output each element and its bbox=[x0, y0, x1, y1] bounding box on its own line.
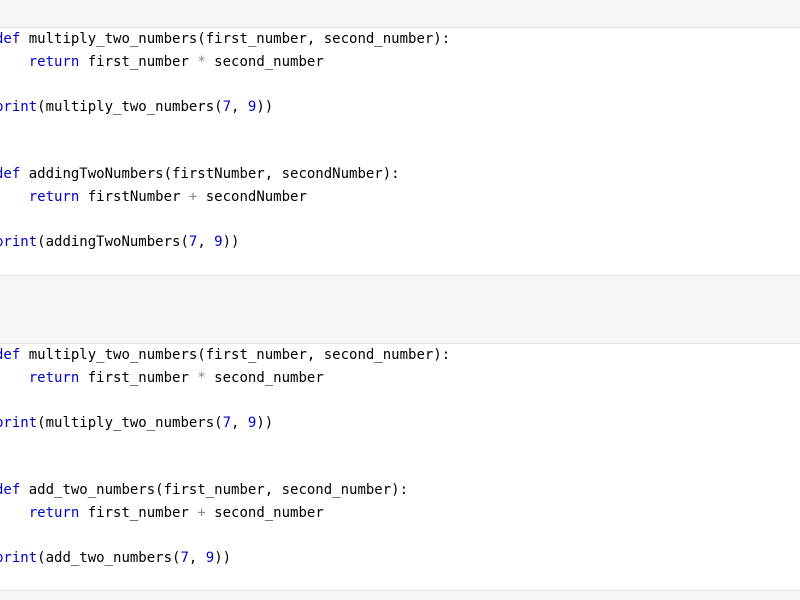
number-token: 9 bbox=[205, 550, 215, 566]
keyword-token: def bbox=[0, 166, 21, 182]
code-line: print(add_two_numbers(7, 9)) bbox=[0, 547, 231, 569]
code-token: )) bbox=[222, 234, 240, 250]
code-line: return first_number * second_number bbox=[0, 51, 324, 73]
keyword-token: return bbox=[28, 189, 80, 205]
code-line: print(addingTwoNumbers(7, 9)) bbox=[0, 231, 239, 253]
number-token: 9 bbox=[247, 99, 257, 115]
code-token: (addingTwoNumbers( bbox=[37, 234, 189, 250]
number-token: 9 bbox=[214, 234, 223, 250]
keyword-token: def bbox=[0, 347, 21, 363]
code-token bbox=[0, 189, 29, 205]
code-token: multiply_two_numbers(first_number, secon… bbox=[20, 347, 451, 363]
operator-token: + bbox=[197, 505, 206, 521]
number-token: 7 bbox=[222, 415, 232, 431]
code-token: second_number bbox=[205, 370, 324, 386]
keyword-token: return bbox=[28, 54, 80, 70]
code-token: addingTwoNumbers(firstNumber, secondNumb… bbox=[20, 166, 400, 182]
code-line: def add_two_numbers(first_number, second… bbox=[0, 479, 408, 501]
code-token: )) bbox=[214, 550, 232, 566]
operator-token: * bbox=[197, 370, 206, 386]
number-token: 7 bbox=[222, 99, 232, 115]
code-line: return first_number + second_number bbox=[0, 502, 324, 524]
code-token: (multiply_two_numbers( bbox=[37, 415, 223, 431]
code-line: print(multiply_two_numbers(7, 9)) bbox=[0, 412, 273, 434]
code-cell-2[interactable]: def multiply_two_numbers(first_number, s… bbox=[0, 343, 800, 591]
code-cell-1[interactable]: def multiply_two_numbers(first_number, s… bbox=[0, 27, 800, 276]
code-token bbox=[0, 505, 29, 521]
code-line: def multiply_two_numbers(first_number, s… bbox=[0, 344, 450, 366]
code-token bbox=[0, 370, 29, 386]
code-token: (add_two_numbers( bbox=[37, 550, 181, 566]
code-token: multiply_two_numbers(first_number, secon… bbox=[20, 31, 451, 47]
keyword-token: def bbox=[0, 482, 21, 498]
operator-token: * bbox=[197, 54, 206, 70]
builtin-token: print bbox=[0, 415, 38, 431]
code-line: return firstNumber + secondNumber bbox=[0, 186, 307, 208]
number-token: 7 bbox=[180, 550, 189, 566]
keyword-token: def bbox=[0, 31, 21, 47]
code-token: , bbox=[231, 99, 248, 115]
code-line: def addingTwoNumbers(firstNumber, second… bbox=[0, 163, 400, 185]
code-token: add_two_numbers(first_number, second_num… bbox=[20, 482, 409, 498]
code-token bbox=[0, 54, 29, 70]
code-line: return first_number * second_number bbox=[0, 367, 324, 389]
code-token: (multiply_two_numbers( bbox=[37, 99, 223, 115]
code-token: second_number bbox=[205, 54, 324, 70]
number-token: 9 bbox=[247, 415, 257, 431]
code-token: first_number bbox=[79, 54, 198, 70]
code-token: , bbox=[197, 234, 215, 250]
keyword-token: return bbox=[28, 505, 80, 521]
code-token: first_number bbox=[79, 505, 198, 521]
builtin-token: print bbox=[0, 550, 38, 566]
keyword-token: return bbox=[28, 370, 80, 386]
code-token: )) bbox=[256, 415, 274, 431]
code-token: , bbox=[231, 415, 248, 431]
number-token: 7 bbox=[188, 234, 198, 250]
code-token: second_number bbox=[205, 505, 324, 521]
code-line: def multiply_two_numbers(first_number, s… bbox=[0, 28, 450, 50]
builtin-token: print bbox=[0, 99, 38, 115]
code-line: print(multiply_two_numbers(7, 9)) bbox=[0, 96, 273, 118]
builtin-token: print bbox=[0, 234, 38, 250]
code-token: firstNumber bbox=[79, 189, 189, 205]
operator-token: + bbox=[188, 189, 198, 205]
code-token: first_number bbox=[79, 370, 198, 386]
code-token: , bbox=[188, 550, 206, 566]
code-token: )) bbox=[256, 99, 274, 115]
code-token: secondNumber bbox=[197, 189, 307, 205]
